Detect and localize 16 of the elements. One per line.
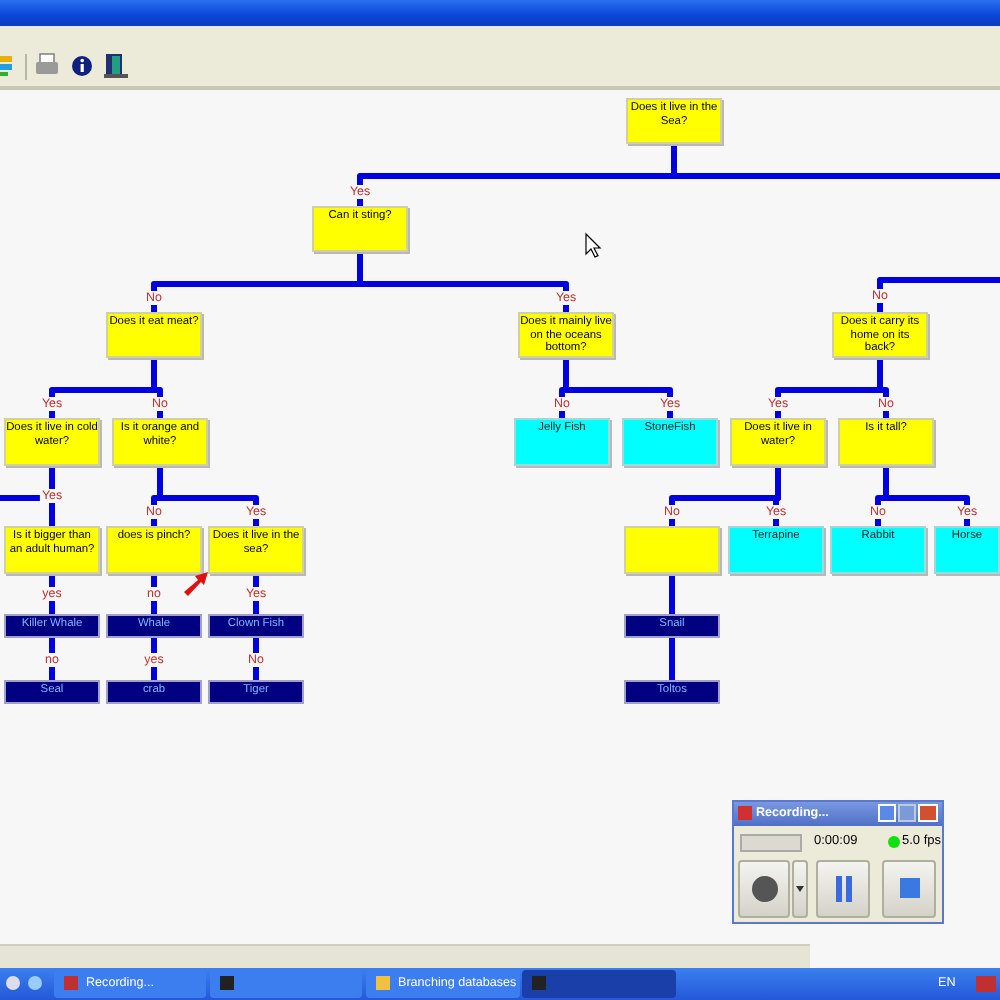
connector-line: [669, 638, 675, 680]
connector-line: [883, 466, 970, 526]
connector-line: [877, 277, 1000, 312]
connector-line: [357, 252, 569, 312]
connector-line: [253, 638, 259, 680]
connector-line: [49, 574, 55, 614]
connector-line: [773, 466, 781, 526]
connector-line: [151, 638, 157, 680]
empty-box: [624, 526, 720, 574]
connector-line: [151, 574, 157, 614]
connector-line: [253, 574, 259, 614]
connector-line: [157, 466, 259, 526]
connector-line: [669, 574, 675, 614]
connector-line: [671, 144, 1000, 179]
connector-line: [563, 358, 673, 418]
connector-line: [49, 638, 55, 680]
